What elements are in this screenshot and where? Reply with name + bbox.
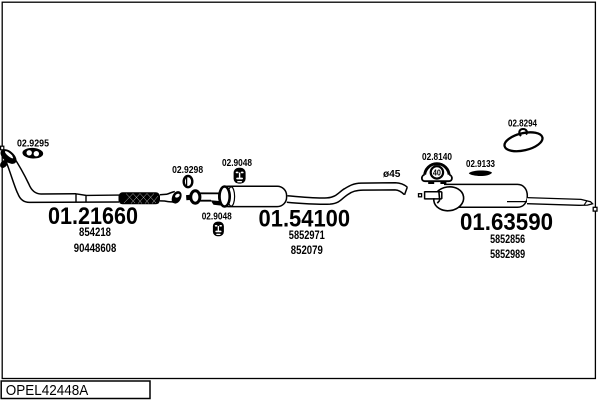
svg-text:90448608: 90448608: [74, 241, 117, 255]
svg-text:ø45: ø45: [383, 168, 401, 180]
svg-text:5852856: 5852856: [490, 232, 525, 246]
svg-text:02.8294: 02.8294: [508, 117, 537, 129]
svg-text:02.9048: 02.9048: [202, 211, 232, 223]
svg-text:02.8140: 02.8140: [422, 151, 452, 163]
svg-text:02.9133: 02.9133: [466, 158, 495, 170]
svg-text:02.9048: 02.9048: [222, 157, 252, 169]
svg-text:854218: 854218: [79, 225, 111, 239]
svg-text:40: 40: [433, 168, 441, 177]
svg-text:5852971: 5852971: [289, 228, 325, 242]
svg-text:02.9295: 02.9295: [17, 137, 49, 149]
svg-text:OPEL42448A: OPEL42448A: [6, 382, 89, 399]
svg-text:02.9298: 02.9298: [172, 164, 203, 176]
svg-text:01.21660: 01.21660: [48, 203, 138, 230]
svg-text:01.63590: 01.63590: [460, 209, 553, 236]
svg-text:5852989: 5852989: [490, 247, 525, 261]
svg-text:852079: 852079: [291, 243, 323, 257]
svg-text:01.54100: 01.54100: [259, 206, 351, 233]
